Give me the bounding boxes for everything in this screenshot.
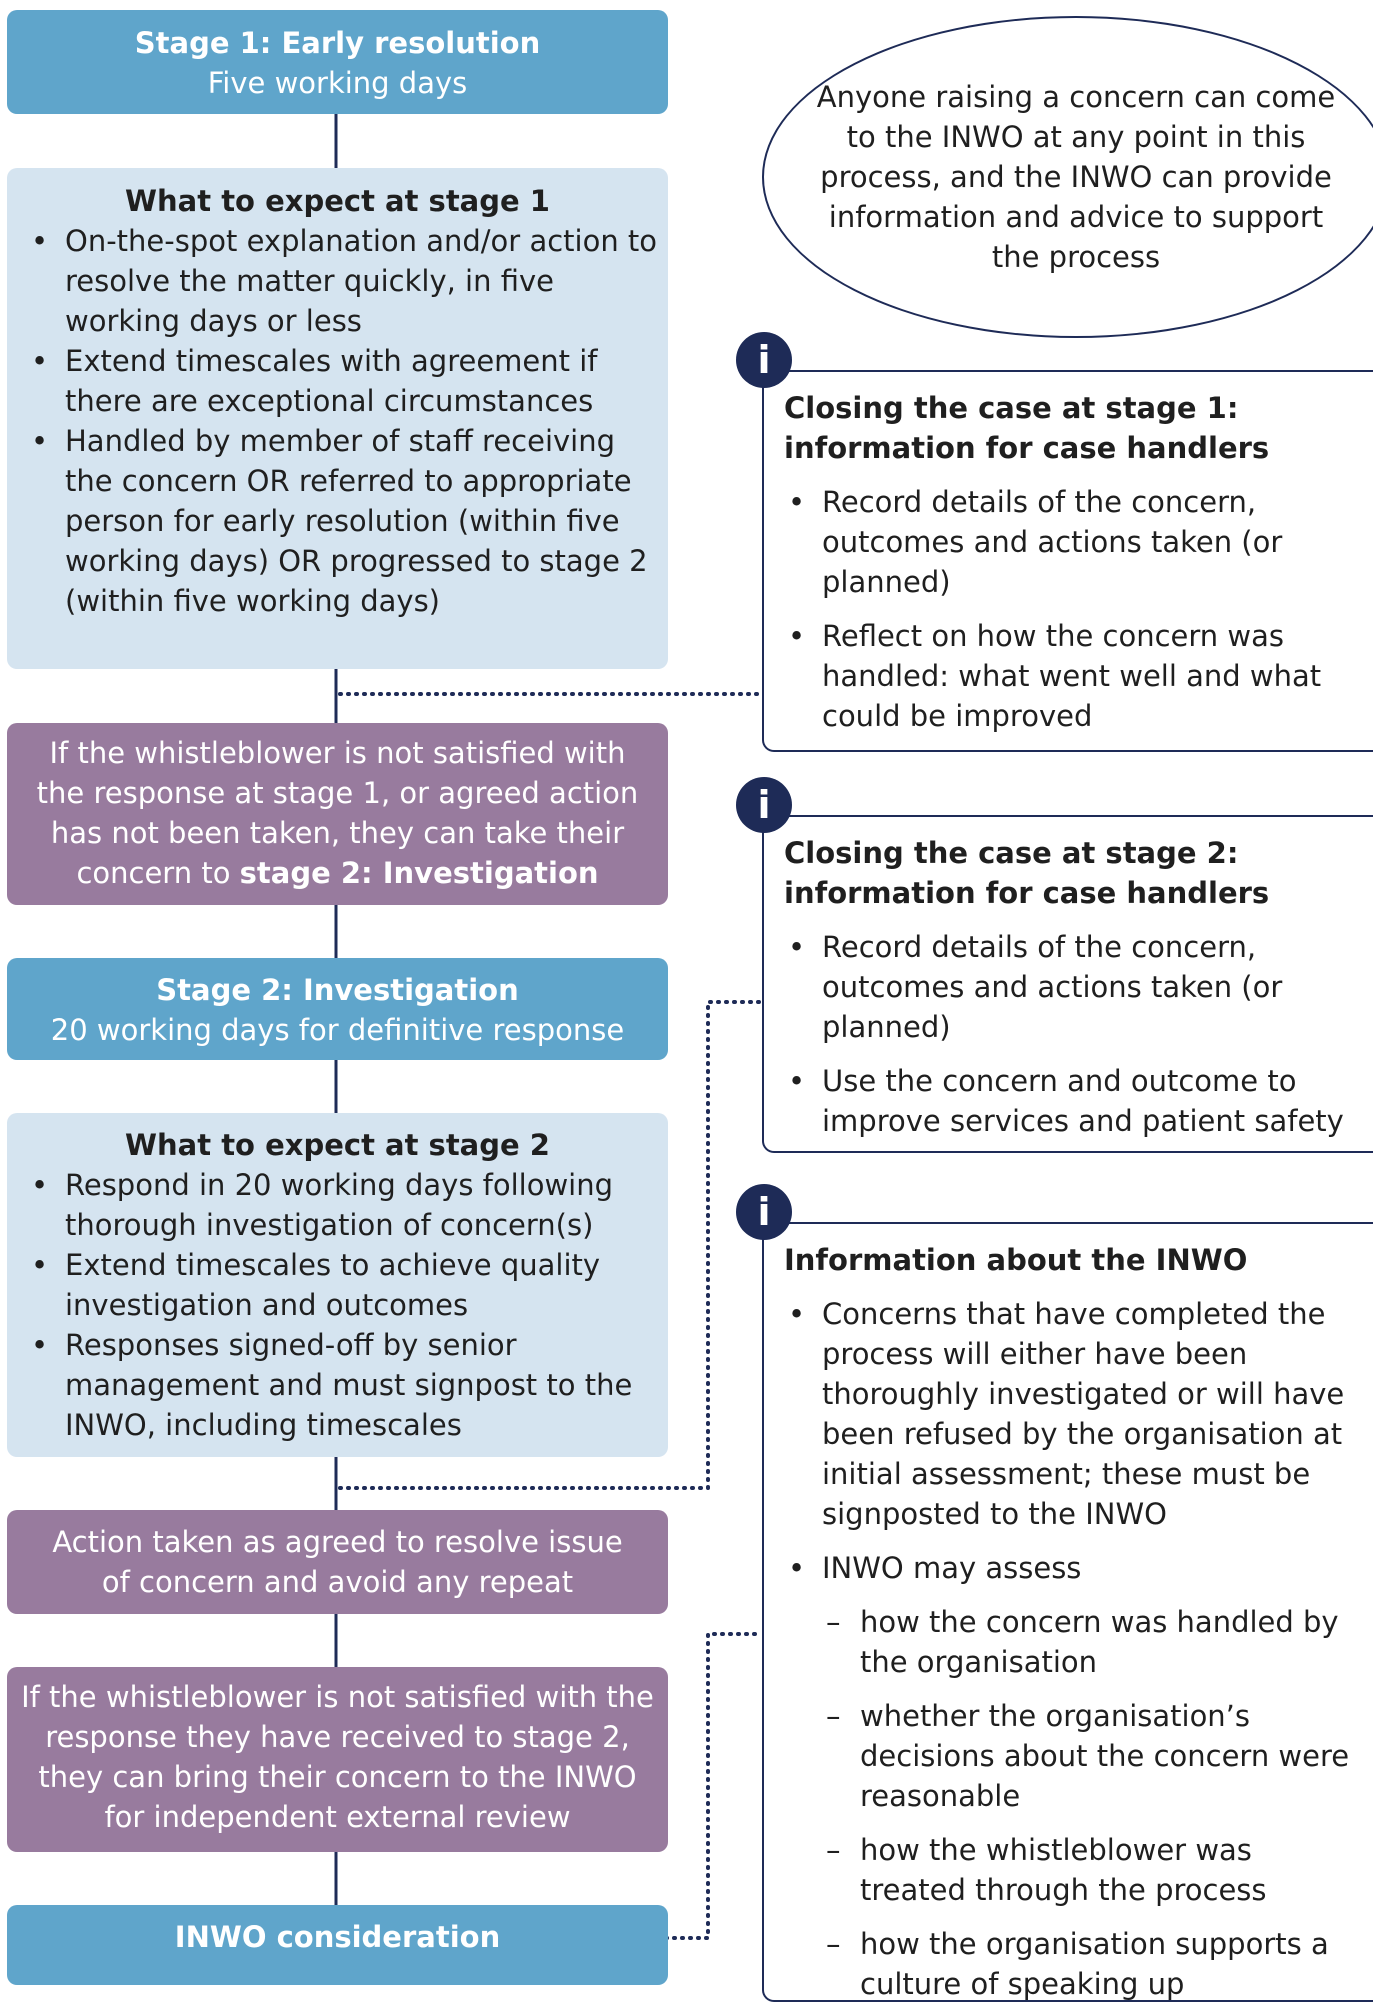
action-text: Action taken as agreed to resolve issue … <box>52 1525 623 1599</box>
info3-body: Information about the INWO Concerns that… <box>784 1240 1364 2004</box>
info-icon: i <box>736 1184 792 1240</box>
info3-sublist: how the concern was handled by the organ… <box>822 1602 1364 2004</box>
stage1-title: Stage 1: Early resolution <box>134 26 541 60</box>
info3-item: Concerns that have completed the process… <box>784 1294 1364 1534</box>
expect1-list: On-the-spot explanation and/or action to… <box>7 221 668 621</box>
stage1-subtitle: Five working days <box>207 66 468 100</box>
stage2-subtitle: 20 working days for definitive response <box>50 1013 625 1047</box>
info1-heading: Closing the case at stage 1: information… <box>784 391 1270 465</box>
expect2-box: What to expect at stage 2 Respond in 20 … <box>7 1113 668 1457</box>
info2-body: Closing the case at stage 2: information… <box>784 833 1364 1141</box>
info-icon: i <box>736 332 792 388</box>
info2-box <box>762 815 1373 1153</box>
ellipse-text: Anyone raising a concern can come to the… <box>816 80 1336 274</box>
dotted-link-inwo-info3 <box>664 1632 764 1940</box>
info3-subitem: how the whistleblower was treated throug… <box>822 1830 1364 1910</box>
expect2-list: Respond in 20 working days following tho… <box>7 1165 668 1445</box>
inwo-advice-ellipse: Anyone raising a concern can come to the… <box>762 16 1373 338</box>
info-icon: i <box>736 777 792 833</box>
info3-subitem: whether the organisation’s decisions abo… <box>822 1696 1364 1816</box>
expect1-box: What to expect at stage 1 On-the-spot ex… <box>7 168 668 669</box>
inwo-box: INWO consideration <box>7 1905 668 1985</box>
info3-item-label: INWO may assess <box>822 1551 1082 1585</box>
expect2-item: Respond in 20 working days following tho… <box>7 1165 668 1245</box>
info1-body: Closing the case at stage 1: information… <box>784 388 1364 736</box>
info1-item: Reflect on how the concern was handled: … <box>784 616 1364 736</box>
info2-item: Use the concern and outcome to improve s… <box>784 1061 1364 1141</box>
expect1-heading: What to expect at stage 1 <box>125 184 550 218</box>
stage2-title: Stage 2: Investigation <box>156 973 519 1007</box>
info1-item: Record details of the concern, outcomes … <box>784 482 1364 602</box>
expect2-item: Responses signed-off by senior managemen… <box>7 1325 668 1445</box>
info2-heading: Closing the case at stage 2: information… <box>784 836 1270 910</box>
escalate1-text: If the whistleblower is not satisfied wi… <box>23 733 652 893</box>
info3-list: Concerns that have completed the process… <box>784 1294 1364 2004</box>
escalate2-text: If the whistleblower is not satisfied wi… <box>21 1680 654 1834</box>
expect1-item: On-the-spot explanation and/or action to… <box>7 221 668 341</box>
escalate1-box: If the whistleblower is not satisfied wi… <box>7 723 668 905</box>
info1-box <box>762 370 1373 752</box>
info1-list: Record details of the concern, outcomes … <box>784 482 1364 736</box>
expect1-item: Extend timescales with agreement if ther… <box>7 341 668 421</box>
action-box: Action taken as agreed to resolve issue … <box>7 1510 668 1614</box>
info3-subitem: how the concern was handled by the organ… <box>822 1602 1364 1682</box>
expect2-heading: What to expect at stage 2 <box>125 1128 550 1162</box>
info2-list: Record details of the concern, outcomes … <box>784 927 1364 1141</box>
escalate1-text-bold: stage 2: Investigation <box>239 856 599 890</box>
stage1-box: Stage 1: Early resolution Five working d… <box>7 10 668 114</box>
info3-subitem: how the organisation supports a culture … <box>822 1924 1364 2004</box>
dotted-link-stage2-info2 <box>338 1000 764 1490</box>
info3-item: INWO may assess how the concern was hand… <box>784 1548 1364 2004</box>
expect1-item: Handled by member of staff receiving the… <box>7 421 668 621</box>
expect2-item: Extend timescales to achieve quality inv… <box>7 1245 668 1325</box>
info2-item: Record details of the concern, outcomes … <box>784 927 1364 1047</box>
escalate2-box: If the whistleblower is not satisfied wi… <box>7 1667 668 1852</box>
inwo-title: INWO consideration <box>174 1920 501 1954</box>
info3-heading: Information about the INWO <box>784 1243 1248 1277</box>
stage2-box: Stage 2: Investigation 20 working days f… <box>7 958 668 1060</box>
escalate1-text-plain: If the whistleblower is not satisfied wi… <box>36 736 639 890</box>
